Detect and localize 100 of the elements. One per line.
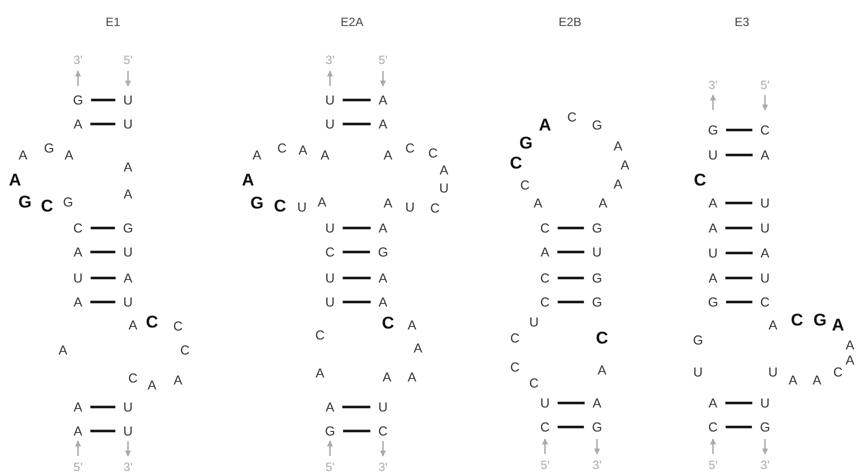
base-letter: A (812, 374, 822, 386)
base-letter: A (700, 196, 726, 210)
base-letter: A (128, 318, 138, 332)
base-pair-bond (342, 250, 370, 254)
base-letter: A (534, 196, 542, 210)
base-letter: U (317, 272, 343, 284)
panel-title: E1 (106, 16, 120, 28)
base-letter: A (788, 374, 798, 386)
base-pair-bond (725, 402, 752, 404)
base-letter: A (846, 354, 854, 366)
base-letter: A (66, 400, 90, 414)
base-letter: C (700, 420, 726, 434)
strand-end-label: 5' (760, 79, 770, 91)
base-letter: C (405, 142, 415, 154)
base-pair-bond (90, 250, 116, 254)
base-letter: G (62, 196, 74, 208)
base-pair-bond (726, 252, 753, 254)
base-letter: C (428, 146, 438, 160)
base-letter: C (146, 314, 158, 330)
base-letter: C (520, 178, 530, 192)
base-letter: A (700, 396, 726, 410)
base-letter: U (584, 246, 610, 258)
base-letter: G (114, 222, 142, 234)
base-letter: A (316, 366, 324, 380)
strand-end-label: 5' (74, 461, 82, 473)
base-letter: A (64, 148, 74, 162)
base-letter: A (116, 272, 140, 284)
strand-end-label: 3' (708, 79, 718, 91)
base-letter: U (115, 400, 141, 414)
base-letter: A (384, 196, 392, 210)
strand-end-label: 3' (378, 461, 388, 473)
base-letter: G (584, 272, 610, 284)
base-letter: U (693, 366, 703, 378)
base-pair-bond (342, 98, 371, 102)
base-pair-bond (726, 426, 752, 428)
base-letter: C (790, 312, 804, 328)
base-letter: A (318, 196, 326, 208)
base-letter: C (40, 198, 54, 214)
base-letter: C (277, 142, 287, 154)
base-letter: G (700, 296, 726, 308)
base-letter: U (700, 148, 726, 162)
base-letter: C (532, 420, 558, 434)
base-letter: A (66, 296, 90, 308)
strand-end-label: 5' (124, 54, 132, 66)
base-letter: C (370, 424, 396, 438)
base-letter: A (320, 148, 330, 162)
base-pair-bond (90, 122, 116, 126)
base-letter: G (584, 420, 610, 434)
panel-title: E2B (558, 16, 582, 28)
base-pair-bond (90, 300, 116, 304)
base-pair-bond (558, 276, 584, 280)
base-pair-bond (90, 276, 116, 280)
base-letter: A (370, 118, 396, 130)
strand-end-label: 3' (592, 459, 602, 471)
base-letter: U (752, 196, 778, 210)
base-letter: C (180, 344, 190, 356)
base-letter: A (414, 342, 422, 354)
base-letter: A (298, 144, 308, 156)
base-letter: A (846, 338, 854, 352)
panel-title: E3 (734, 16, 750, 28)
base-letter: U (370, 400, 396, 414)
base-letter: A (242, 172, 254, 188)
base-letter: C (382, 314, 394, 332)
base-letter: U (317, 118, 343, 130)
base-letter: C (833, 366, 843, 378)
strand-end-label: 5' (326, 461, 334, 473)
base-letter: C (532, 272, 558, 284)
base-letter: A (370, 222, 396, 234)
base-letter: A (8, 172, 22, 188)
base-pair-bond (342, 122, 371, 126)
base-pair-bond (726, 128, 752, 132)
base-letter: U (115, 94, 141, 106)
base-pair-bond (558, 226, 584, 230)
base-letter: C (529, 376, 539, 390)
base-letter: C (752, 296, 778, 308)
base-pair-bond (558, 402, 585, 404)
base-pair-bond (342, 300, 371, 304)
base-pair-bond (558, 300, 584, 304)
base-letter: C (510, 360, 520, 374)
base-letter: C (274, 198, 286, 214)
base-pair-bond (725, 202, 752, 204)
base-letter: A (440, 164, 448, 176)
base-letter: A (752, 246, 778, 260)
base-letter: A (124, 160, 132, 174)
base-letter: A (532, 246, 558, 258)
base-pair-bond (91, 98, 116, 102)
base-pair-bond (90, 430, 116, 432)
base-letter: A (620, 158, 630, 172)
base-letter: A (700, 222, 726, 234)
base-letter: G (370, 246, 396, 258)
base-pair-bond (557, 250, 584, 254)
strand-end-label: 5' (708, 459, 718, 471)
base-letter: C (430, 202, 440, 214)
base-letter: A (370, 296, 396, 308)
base-pair-bond (725, 226, 752, 230)
base-letter: U (115, 424, 141, 438)
base-letter: A (832, 316, 844, 334)
base-letter: A (614, 178, 622, 190)
base-letter: G (584, 296, 610, 308)
base-letter: A (174, 374, 182, 386)
